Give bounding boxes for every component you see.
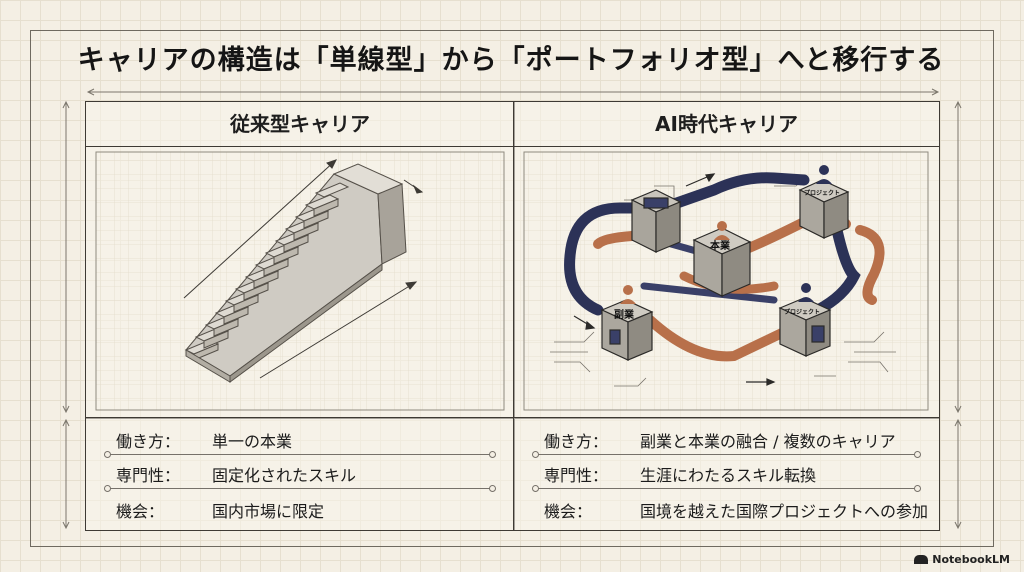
staircase-illustration	[95, 151, 505, 411]
info-row-opportunity: 機会：国境を越えた国際プロジェクトへの参加	[544, 502, 929, 521]
info-row-work-style: 働き方：単一の本業	[116, 432, 293, 451]
traditional-career-info: 働き方：単一の本業 専門性：固定化されたスキル 機会：国内市場に限定	[85, 417, 515, 531]
traditional-career-header: 従来型キャリア	[86, 102, 514, 147]
info-row-work-style: 働き方：副業と本業の融合 / 複数のキャリア	[544, 432, 896, 451]
divider	[532, 451, 921, 458]
divider	[104, 451, 496, 458]
circuit-lines	[550, 175, 896, 387]
divider	[532, 485, 921, 492]
divider	[104, 485, 496, 492]
notebooklm-logo: NotebookLM	[914, 553, 1010, 566]
notebooklm-icon	[914, 555, 929, 564]
person-icons	[620, 165, 832, 304]
portfolio-pipe-diagram: 本業 プロジェクト 副業 プロジェクト	[523, 151, 929, 411]
node-boxes	[600, 179, 850, 361]
info-row-expertise: 専門性：固定化されたスキル	[116, 466, 357, 485]
info-row-opportunity: 機会：国内市場に限定	[116, 502, 325, 521]
info-row-expertise: 専門性：生涯にわたるスキル転換	[544, 466, 817, 485]
ai-era-career-header: AI時代キャリア	[514, 102, 939, 147]
node-label-project-1: プロジェクト	[804, 189, 840, 197]
ai-era-career-info: 働き方：副業と本業の融合 / 複数のキャリア 専門性：生涯にわたるスキル転換 機…	[513, 417, 940, 531]
node-label-main: 本業	[710, 239, 731, 252]
node-label-side: 副業	[614, 308, 635, 321]
page-title: キャリアの構造は「単線型」から「ポートフォリオ型」へと移行する	[77, 45, 945, 76]
flow-arrows	[573, 173, 776, 386]
node-label-project-2: プロジェクト	[784, 308, 820, 316]
outer-frame	[30, 30, 994, 547]
